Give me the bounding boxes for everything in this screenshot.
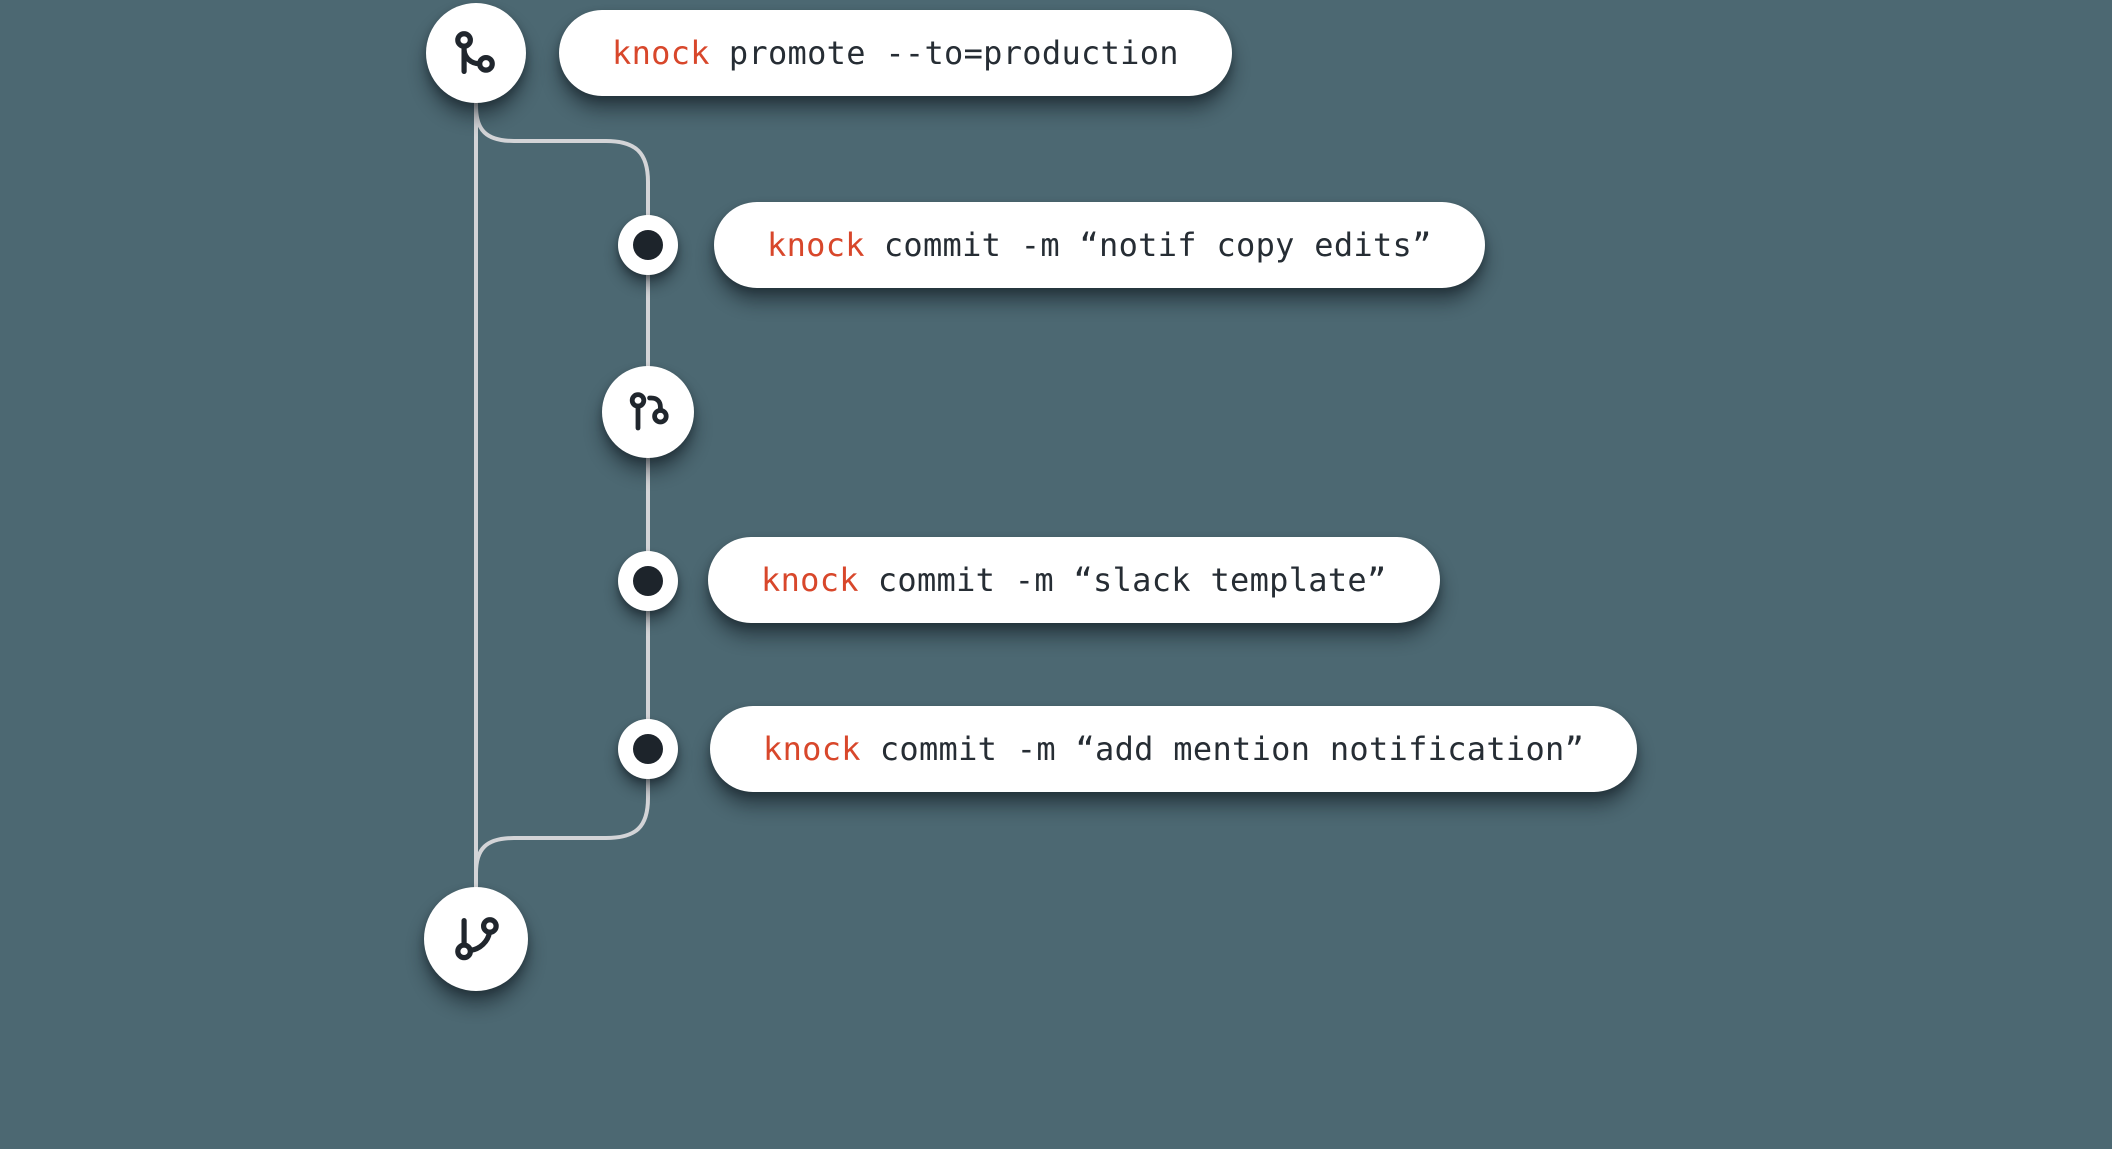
commit-dot <box>618 551 678 611</box>
commit-dot-core <box>633 734 663 764</box>
command-pill-promote: knock promote --to=production <box>559 10 1232 96</box>
command-prefix: knock <box>767 226 865 264</box>
command-prefix: knock <box>761 561 859 599</box>
pull-request-node <box>602 366 694 458</box>
command-pill-commit-3: knock commit -m “add mention notificatio… <box>710 706 1638 792</box>
commit-dot-core <box>633 230 663 260</box>
feature-branch-line <box>474 104 650 875</box>
git-merge-icon <box>455 917 499 961</box>
merge-node <box>424 887 528 991</box>
git-pull-request-icon <box>629 392 669 431</box>
command-pill-commit-1: knock commit -m “notif copy edits” <box>714 202 1485 288</box>
command-prefix: knock <box>763 730 861 768</box>
commit-dot <box>618 719 678 779</box>
command-args: commit -m “notif copy edits” <box>883 226 1432 264</box>
git-branch-icon <box>455 31 495 75</box>
command-args: commit -m “slack template” <box>877 561 1387 599</box>
command-prefix: knock <box>612 34 710 72</box>
command-args: promote --to=production <box>728 34 1179 72</box>
command-args: commit -m “add mention notification” <box>879 730 1585 768</box>
command-pill-commit-2: knock commit -m “slack template” <box>708 537 1440 623</box>
commit-dot-core <box>633 566 663 596</box>
branch-node <box>426 3 526 103</box>
commit-dot <box>618 215 678 275</box>
